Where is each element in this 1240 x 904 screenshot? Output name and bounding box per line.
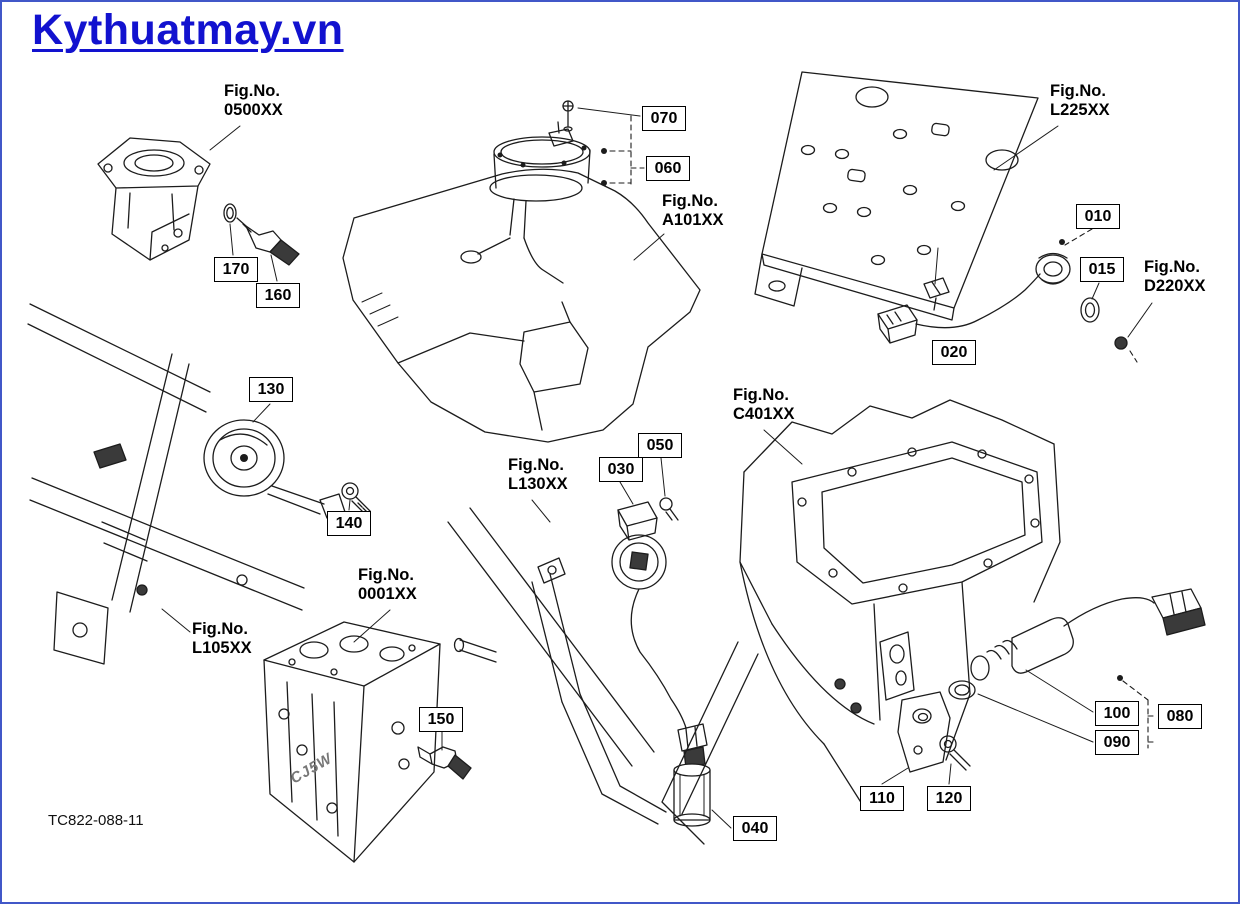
part-label-140[interactable]: 140 — [327, 511, 371, 536]
part-label-070[interactable]: 070 — [642, 106, 686, 131]
horn-art — [203, 403, 371, 519]
part-label-080[interactable]: 080 — [1158, 704, 1202, 729]
transmission-case-art — [661, 399, 1061, 845]
fig-ref-L130XX: Fig.No. L130XX — [508, 456, 568, 494]
engine-block-art: CJ5W — [263, 609, 441, 863]
fuel-tank-art — [342, 100, 701, 443]
engine-block-cast-marking: CJ5W — [288, 749, 337, 787]
harness-switch-art — [877, 228, 1153, 363]
fig-ref-prefix: Fig.No. — [662, 192, 718, 210]
mounting-plate-art — [754, 71, 1059, 321]
fig-ref-code: L130XX — [508, 475, 568, 493]
part-label-100[interactable]: 100 — [1095, 701, 1139, 726]
fig-ref-0500XX: Fig.No. 0500XX — [224, 82, 283, 120]
part-label-040[interactable]: 040 — [733, 816, 777, 841]
part-label-015[interactable]: 015 — [1080, 257, 1124, 282]
part-label-170[interactable]: 170 — [214, 257, 258, 282]
part-label-060[interactable]: 060 — [646, 156, 690, 181]
part-label-160[interactable]: 160 — [256, 283, 300, 308]
chassis-frame-art — [27, 303, 305, 665]
fig-ref-code: L105XX — [192, 639, 252, 657]
fig-ref-code: 0001XX — [358, 585, 417, 603]
fig-ref-prefix: Fig.No. — [224, 82, 280, 100]
bracket-frame-art — [447, 499, 667, 825]
fig-ref-prefix: Fig.No. — [358, 566, 414, 584]
thermostat-housing-art — [97, 125, 300, 282]
fig-ref-L105XX: Fig.No. L105XX — [192, 620, 252, 658]
part-label-120[interactable]: 120 — [927, 786, 971, 811]
part-label-130[interactable]: 130 — [249, 377, 293, 402]
fig-ref-prefix: Fig.No. — [508, 456, 564, 474]
fig-ref-D220XX: Fig.No. D220XX — [1144, 258, 1205, 296]
part-label-030[interactable]: 030 — [599, 457, 643, 482]
fig-ref-prefix: Fig.No. — [1050, 82, 1106, 100]
oil-pressure-switch-art — [417, 731, 472, 780]
fig-ref-C401XX: Fig.No. C401XX — [733, 386, 794, 424]
fig-ref-code: D220XX — [1144, 277, 1206, 295]
fig-ref-code: 0500XX — [224, 101, 283, 119]
bracket-bolt-art — [881, 691, 971, 785]
fig-ref-code: A101XX — [662, 211, 724, 229]
fig-ref-0001XX: Fig.No. 0001XX — [358, 566, 417, 604]
fig-ref-prefix: Fig.No. — [192, 620, 248, 638]
part-label-050[interactable]: 050 — [638, 433, 682, 458]
fig-ref-code: L225XX — [1050, 101, 1110, 119]
part-label-150[interactable]: 150 — [419, 707, 463, 732]
drawing-number: TC822-088-11 — [48, 812, 144, 829]
fig-ref-prefix: Fig.No. — [733, 386, 789, 404]
part-label-020[interactable]: 020 — [932, 340, 976, 365]
fig-ref-A101XX: Fig.No. A101XX — [662, 192, 723, 230]
part-label-110[interactable]: 110 — [860, 786, 904, 811]
part-label-090[interactable]: 090 — [1095, 730, 1139, 755]
site-logo[interactable]: Kythuatmay.vn — [32, 6, 344, 54]
sensor-cable-art — [611, 457, 732, 829]
solenoid-switch-art — [948, 588, 1206, 749]
part-label-010[interactable]: 010 — [1076, 204, 1120, 229]
fig-ref-L225XX: Fig.No. L225XX — [1050, 82, 1110, 120]
fig-ref-prefix: Fig.No. — [1144, 258, 1200, 276]
fig-ref-code: C401XX — [733, 405, 795, 423]
